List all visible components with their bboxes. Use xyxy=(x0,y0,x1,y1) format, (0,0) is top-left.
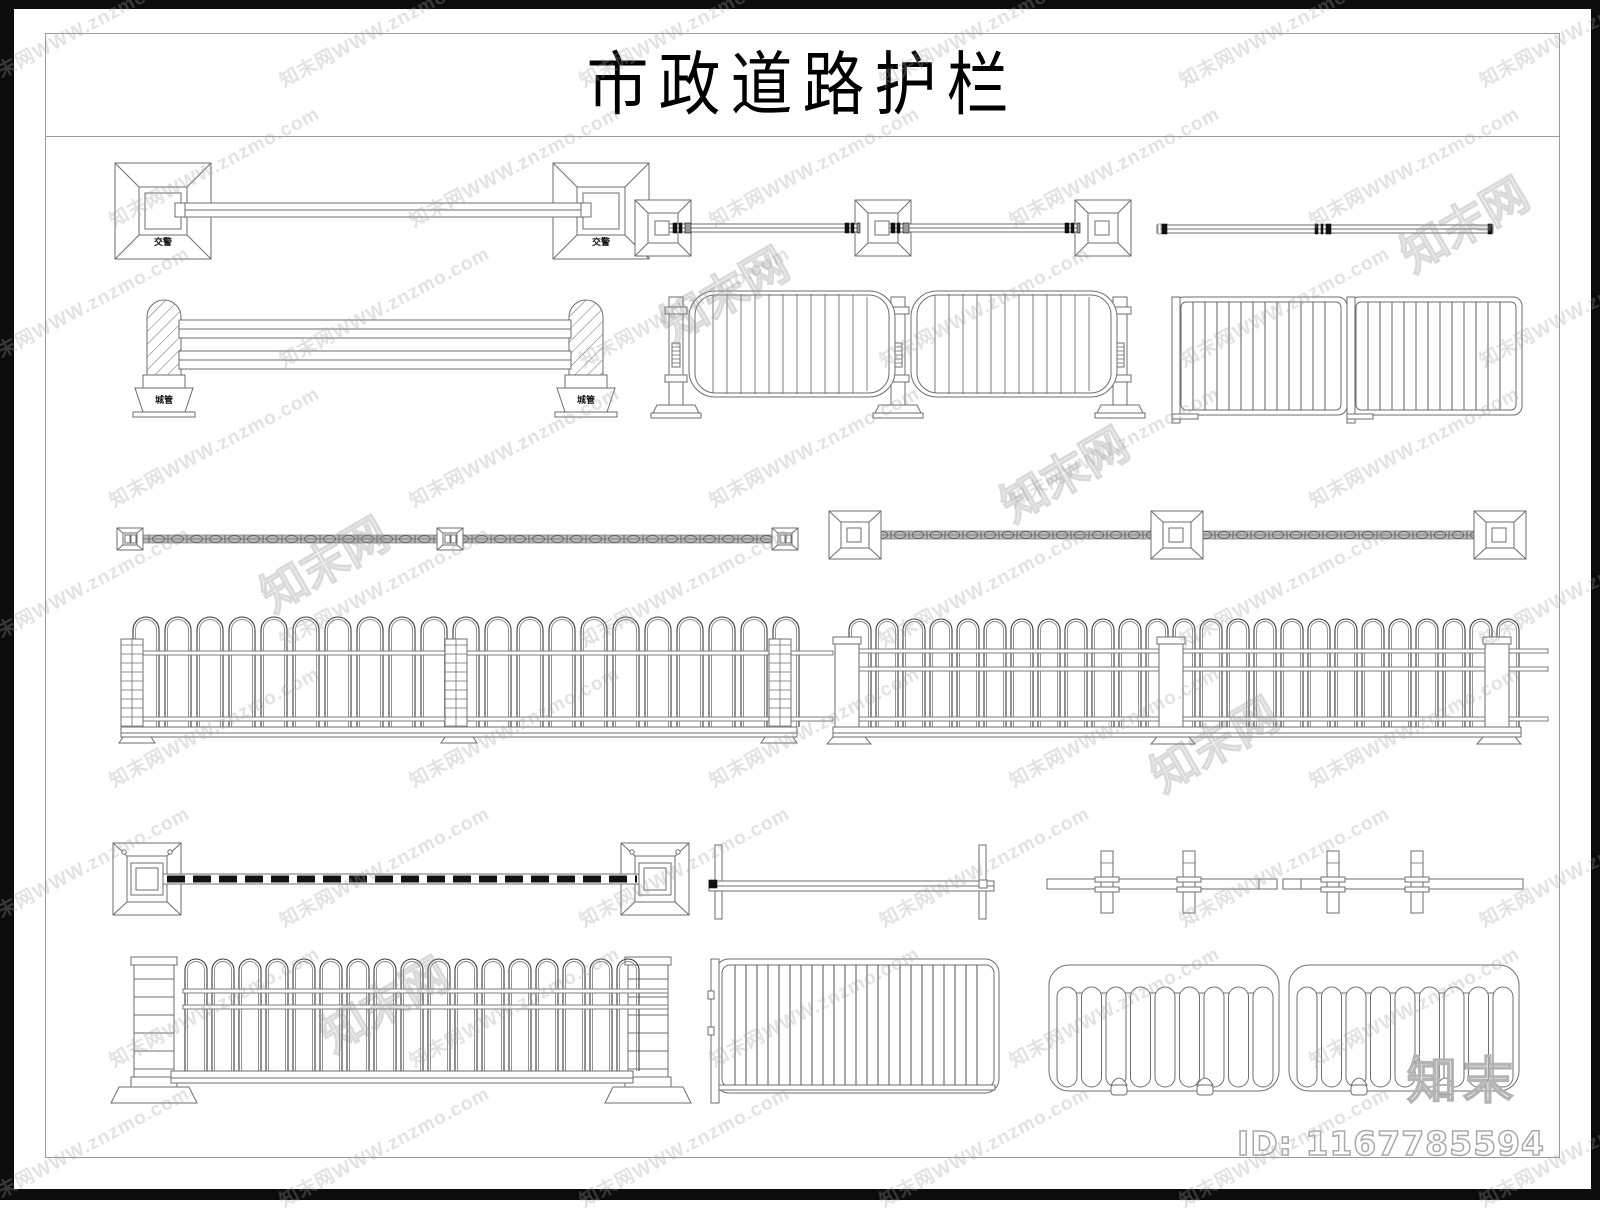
base-caption-right: 城管 xyxy=(577,394,595,406)
sheet-id-label: ID: 1167785594 xyxy=(1236,1123,1545,1164)
title-block: 市政道路护栏 xyxy=(45,33,1560,137)
barrier-gate-plan-two-base[interactable]: 交警 交警 xyxy=(113,159,653,269)
dashed-rail-barrier-plan[interactable] xyxy=(111,839,691,919)
post-rail-plan[interactable] xyxy=(1045,843,1525,917)
arched-fence-stone-column-elevation[interactable] xyxy=(110,935,692,1107)
double-rail-barrier-elevation[interactable]: 城管 城管 xyxy=(117,285,637,418)
page-title: 市政道路护栏 xyxy=(586,43,1019,125)
flat-barrier-plan[interactable] xyxy=(707,841,997,920)
bar-fence-panel-elevation[interactable] xyxy=(705,945,1005,1104)
chain-barrier-plan-small-base[interactable] xyxy=(115,519,805,559)
base-caption-left: 交警 xyxy=(154,236,172,248)
crowd-control-fence-elevation[interactable] xyxy=(1155,275,1530,424)
drawing-area: 交警 交警 xyxy=(45,137,1560,1158)
arched-fence-dense-elevation[interactable] xyxy=(825,599,1549,745)
arched-fence-ladder-post-elevation[interactable] xyxy=(115,599,834,744)
water-filled-barrier-elevation[interactable] xyxy=(643,277,1146,422)
plastic-barrier-elevation[interactable] xyxy=(1045,955,1525,1103)
base-caption-right: 交警 xyxy=(592,236,610,248)
brand-logo: 知末 xyxy=(1406,1051,1519,1111)
barrier-rail-plan-three-base[interactable] xyxy=(633,197,1133,259)
sheet-inner-frame xyxy=(45,33,1560,1158)
chain-barrier-plan-large-base[interactable] xyxy=(827,505,1527,565)
simple-rail-plan[interactable] xyxy=(1155,221,1495,237)
base-caption-left: 城管 xyxy=(155,394,173,406)
